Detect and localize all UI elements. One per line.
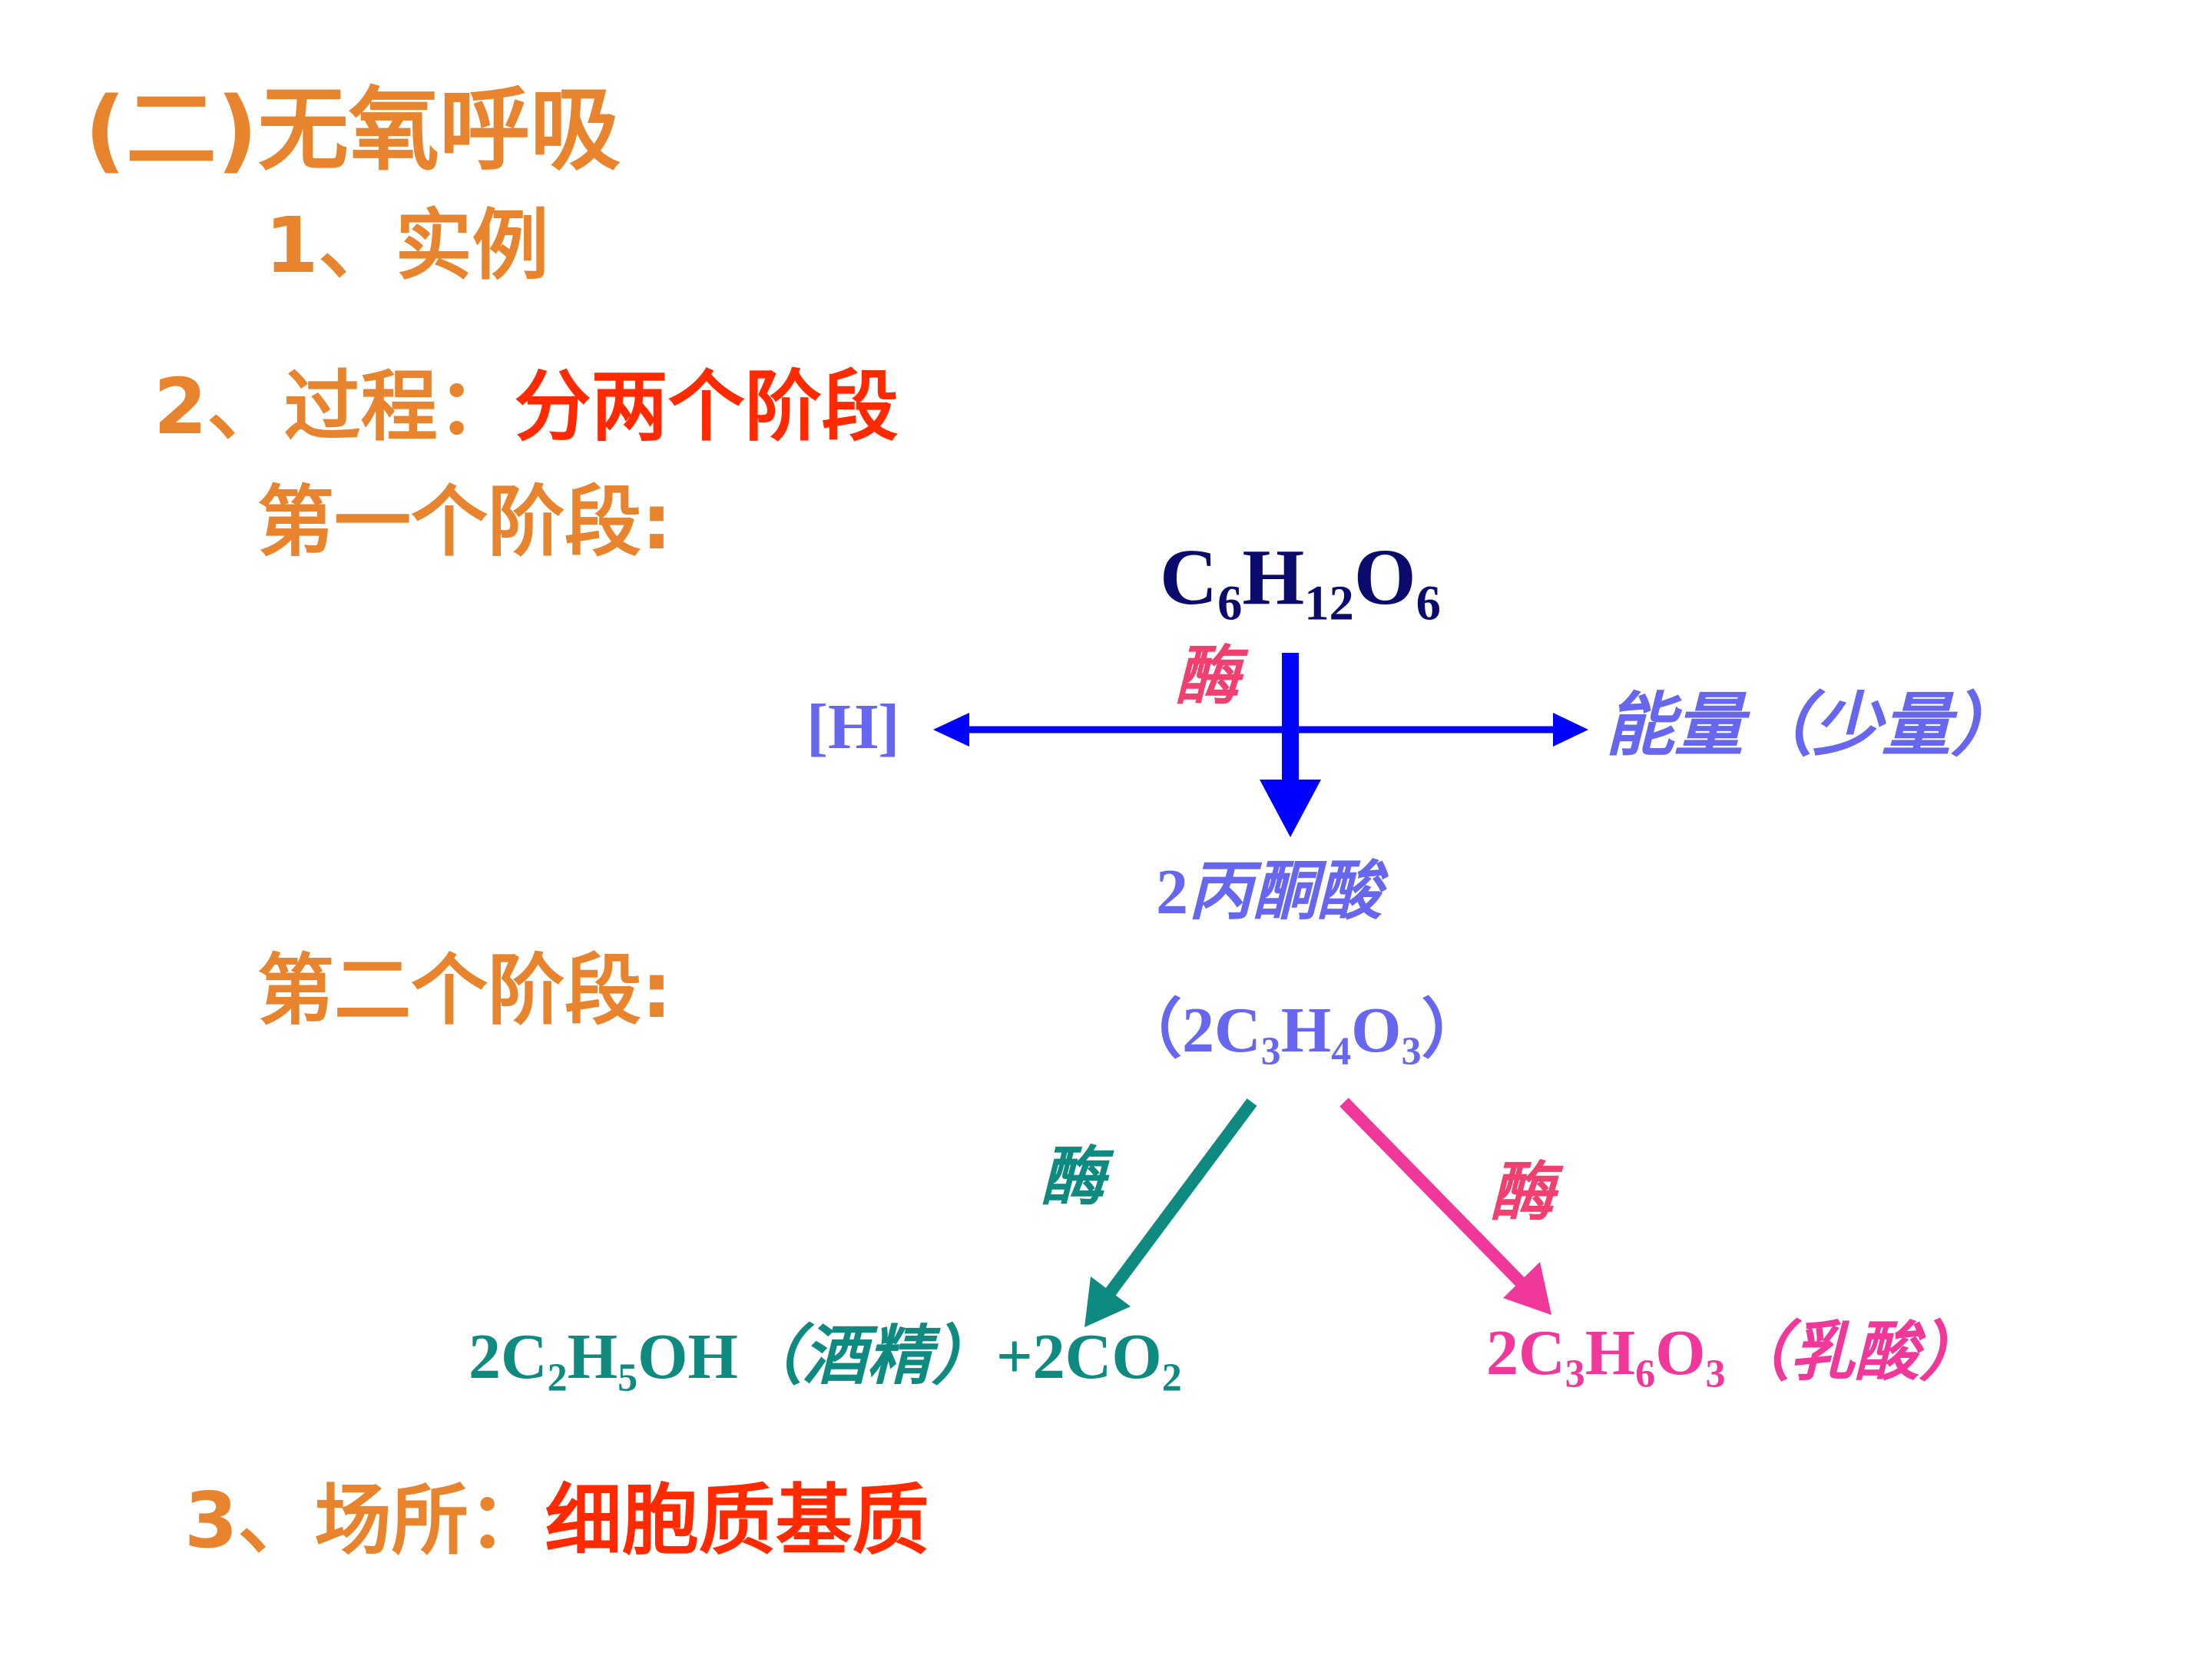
pyruvate-arrowhead bbox=[1260, 780, 1321, 837]
section-examples: 1、实例 bbox=[265, 200, 549, 290]
pyruvate-formula: （2C3H4O3） bbox=[1118, 995, 1486, 1074]
glucose-formula: C6H12O6 bbox=[1160, 533, 1441, 631]
section-location: 3、场所：细胞质基质 bbox=[184, 1482, 929, 1559]
energy-label: 能量（少量） bbox=[1605, 685, 2020, 766]
enzyme-label-lactic: 酶 bbox=[1490, 1154, 1555, 1230]
stage1-arrows bbox=[933, 653, 1588, 837]
hydrogen-arrowhead bbox=[933, 713, 969, 747]
slide-title: (二)无氧呼吸 bbox=[84, 77, 621, 183]
lactic-product: 2C3H6O3（乳酸） bbox=[1486, 1317, 1984, 1396]
lactic-branch-arrow bbox=[1339, 1098, 1551, 1315]
pyruvate-name: 2丙酮酸 bbox=[1156, 856, 1382, 928]
section-process: 2、过程：分两个阶段 bbox=[154, 369, 899, 445]
section-process-label: 2、过程： bbox=[154, 362, 515, 452]
energy-arrowhead bbox=[1553, 713, 1588, 747]
alcohol-product: 2C2H5OH（酒精）+2CO2 bbox=[469, 1321, 1182, 1400]
stage1-label: 第一个阶段: bbox=[257, 477, 672, 567]
hydrogen-label: [H] bbox=[806, 691, 900, 763]
alcohol-branch-arrow bbox=[1084, 1098, 1257, 1327]
enzyme-label-alcohol: 酶 bbox=[1041, 1139, 1106, 1214]
section-process-value: 分两个阶段 bbox=[514, 362, 899, 452]
section-location-label: 3、场所： bbox=[184, 1475, 545, 1565]
enzyme-label-stage1: 酶 bbox=[1175, 638, 1240, 714]
stage2-label: 第二个阶段: bbox=[257, 945, 672, 1035]
section-location-value: 细胞质基质 bbox=[545, 1475, 929, 1565]
